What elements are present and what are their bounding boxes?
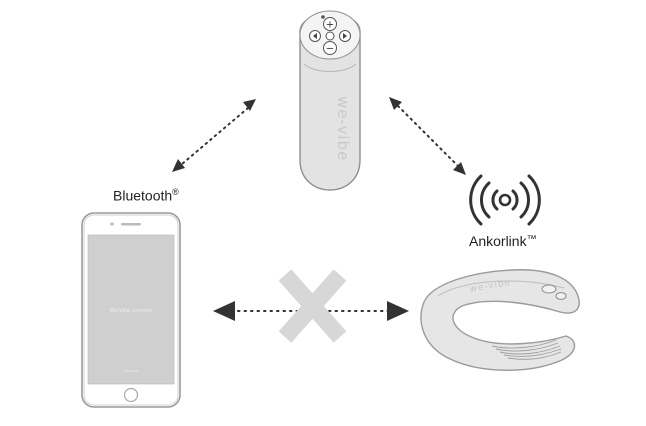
- remote-control: + − we-vibe: [299, 10, 361, 191]
- svg-text:−: −: [326, 44, 334, 55]
- screen-footer-text: we-vibe: [124, 369, 138, 373]
- front-camera-icon: [110, 222, 114, 226]
- couples-toy: we-vibe: [420, 269, 580, 371]
- center-button-icon: [325, 31, 335, 41]
- arrowhead-icon: [213, 301, 235, 321]
- smartphone: We‑Vibe Connect we-vibe: [81, 212, 181, 408]
- registered-mark: ®: [172, 187, 179, 197]
- trademark-mark: ™: [526, 234, 537, 245]
- arrow-phone-toy-blocked: [213, 269, 409, 343]
- toy-texture: [491, 339, 562, 360]
- speaker-slot: [121, 223, 141, 226]
- toy-button-icon: [555, 292, 567, 300]
- ankorlink-label: Ankorlink™: [469, 233, 537, 249]
- toy-button-icon: [541, 284, 557, 294]
- arrowhead-icon: [453, 162, 466, 175]
- arrowhead-icon: [243, 99, 256, 111]
- ankorlink-text: Ankorlink: [469, 233, 527, 249]
- cross-icon: [278, 269, 347, 343]
- plus-icon: [323, 17, 337, 31]
- arrowhead-icon: [172, 159, 185, 172]
- arrowhead-icon: [387, 301, 409, 321]
- arrow-remote-toy: [389, 97, 466, 175]
- indicator-light-icon: [321, 15, 325, 19]
- remote-logo: we-vibe: [334, 96, 352, 161]
- remote-button-pad: + −: [299, 10, 361, 60]
- bluetooth-label: Bluetooth®: [113, 187, 179, 204]
- home-button-icon: [123, 387, 139, 403]
- screen-brand-text: We‑Vibe Connect: [110, 308, 153, 314]
- svg-text:+: +: [326, 20, 334, 31]
- minus-icon: [323, 41, 337, 55]
- bluetooth-text: Bluetooth: [113, 187, 173, 204]
- arrowhead-icon: [389, 97, 402, 110]
- arrow-phone-remote: [172, 99, 256, 172]
- phone-screen: [87, 234, 175, 385]
- wireless-signal-icon: [469, 174, 541, 226]
